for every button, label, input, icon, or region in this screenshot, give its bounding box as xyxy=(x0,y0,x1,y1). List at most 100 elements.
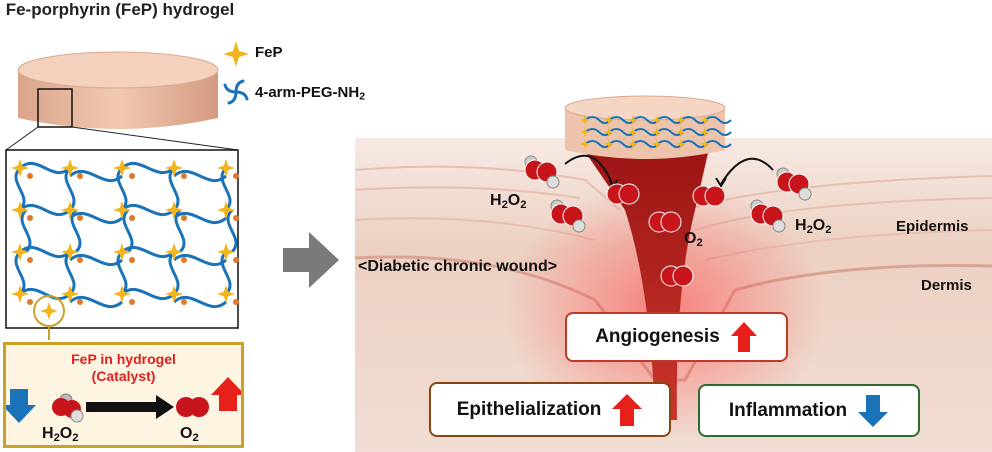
peg-arm xyxy=(680,128,708,136)
oxygen-atom xyxy=(672,265,694,287)
crosslink-dot xyxy=(27,299,33,305)
zoom-box xyxy=(37,88,73,128)
peg-arm xyxy=(704,128,732,136)
fep-star xyxy=(61,201,79,219)
crosslink-dot xyxy=(27,215,33,221)
crosslink-dot xyxy=(181,299,187,305)
crosslink-dot xyxy=(233,299,239,305)
fep-star xyxy=(113,201,131,219)
peg-arm xyxy=(69,169,123,183)
peg-arm xyxy=(584,128,612,136)
fep-star xyxy=(604,139,614,149)
fep-star xyxy=(11,243,29,261)
fep-star xyxy=(217,285,235,303)
angiogenesis-up-arrow-icon xyxy=(730,322,757,352)
peg-arm xyxy=(584,140,612,148)
peg-arm xyxy=(656,116,684,124)
peg-arm xyxy=(122,208,134,254)
angiogenesis-box: Angiogenesis xyxy=(565,312,788,362)
peg-arm xyxy=(173,211,227,225)
peg-arm xyxy=(69,211,123,225)
peg-arm xyxy=(20,208,32,254)
fep-star xyxy=(652,127,662,137)
crosslink-dot xyxy=(77,173,83,179)
peg-arm xyxy=(632,140,660,148)
peg-arm xyxy=(168,166,180,212)
fep-star xyxy=(628,127,638,137)
crosslink-dot xyxy=(77,257,83,263)
peg-arm xyxy=(19,245,71,259)
peg-arm xyxy=(608,128,636,136)
fep-star xyxy=(580,139,590,149)
peg-arm xyxy=(173,253,227,267)
fep-star xyxy=(165,201,183,219)
oxygen-atom xyxy=(660,211,682,233)
fep-star xyxy=(165,285,183,303)
wound-hydrogel xyxy=(564,95,732,159)
fep-star xyxy=(165,243,183,261)
peg-arm xyxy=(116,250,128,296)
fep-star xyxy=(700,115,710,125)
fep-star xyxy=(604,127,614,137)
peg-arm xyxy=(608,116,636,124)
fep-star xyxy=(165,159,183,177)
epidermis-label: Epidermis xyxy=(896,218,969,235)
inflammation-label: Inflammation xyxy=(728,399,848,421)
inset-title: FeP in hydrogel (Catalyst) xyxy=(71,351,176,384)
crosslink-dot xyxy=(27,173,33,179)
fep-star xyxy=(676,139,686,149)
fep-star xyxy=(61,159,79,177)
hydrogen-atom xyxy=(572,219,586,233)
hydrogen-atom xyxy=(798,187,812,201)
peg-arm xyxy=(168,250,180,296)
peg-arm xyxy=(64,166,76,212)
fep-star xyxy=(11,285,29,303)
fep-star xyxy=(113,159,131,177)
fep-star xyxy=(628,115,638,125)
hydrogen-atom xyxy=(546,175,560,189)
down-arrow-icon xyxy=(6,389,36,423)
catalyst-inset: FeP in hydrogel (Catalyst) H2O2 O2 xyxy=(3,342,244,448)
inflammation-down-arrow-icon xyxy=(858,394,889,427)
fep-star-icon xyxy=(223,41,249,67)
inset-h2o2-label: H2O2 xyxy=(42,425,79,444)
oxygen-atom xyxy=(704,185,726,207)
h2o2-label-left: H2O2 xyxy=(490,192,527,211)
fep-star xyxy=(61,285,79,303)
hydrogen-atom xyxy=(772,219,786,233)
peg-arm xyxy=(656,128,684,136)
fep-star xyxy=(217,201,235,219)
inflammation-box: Inflammation xyxy=(698,384,920,437)
zoom-line-left xyxy=(5,126,39,151)
reaction-arrow-icon xyxy=(86,395,174,419)
peg-arm xyxy=(121,245,175,259)
fep-star xyxy=(217,159,235,177)
wound-label: <Diabetic chronic wound> xyxy=(358,258,558,275)
crosslink-dot xyxy=(181,215,187,221)
peg-arm xyxy=(220,250,232,296)
peg-arm xyxy=(69,253,123,267)
o2-label: O2 xyxy=(684,230,703,249)
crosslink-dot xyxy=(27,257,33,263)
peg-arm xyxy=(121,287,175,301)
peg-arm xyxy=(704,116,732,124)
crosslink-dot xyxy=(129,215,135,221)
fep-star xyxy=(700,127,710,137)
peg-arm xyxy=(226,208,238,254)
peg-arm xyxy=(632,116,660,124)
fep-star xyxy=(652,115,662,125)
fep-star xyxy=(40,302,58,320)
peg-arm xyxy=(14,250,26,296)
crosslink-dot xyxy=(77,215,83,221)
legend-peg-label: 4-arm-PEG-NH2 xyxy=(255,84,366,103)
fep-star xyxy=(604,115,614,125)
molecules xyxy=(524,155,812,287)
peg-arm xyxy=(64,250,76,296)
crosslink-dot xyxy=(233,173,239,179)
reaction-graphic xyxy=(6,377,241,423)
dermis-label: Dermis xyxy=(921,277,972,294)
fep-star xyxy=(700,139,710,149)
peg-arm xyxy=(680,140,708,148)
h2o2-label-right: H2O2 xyxy=(795,217,832,236)
crosslink-dot xyxy=(129,299,135,305)
